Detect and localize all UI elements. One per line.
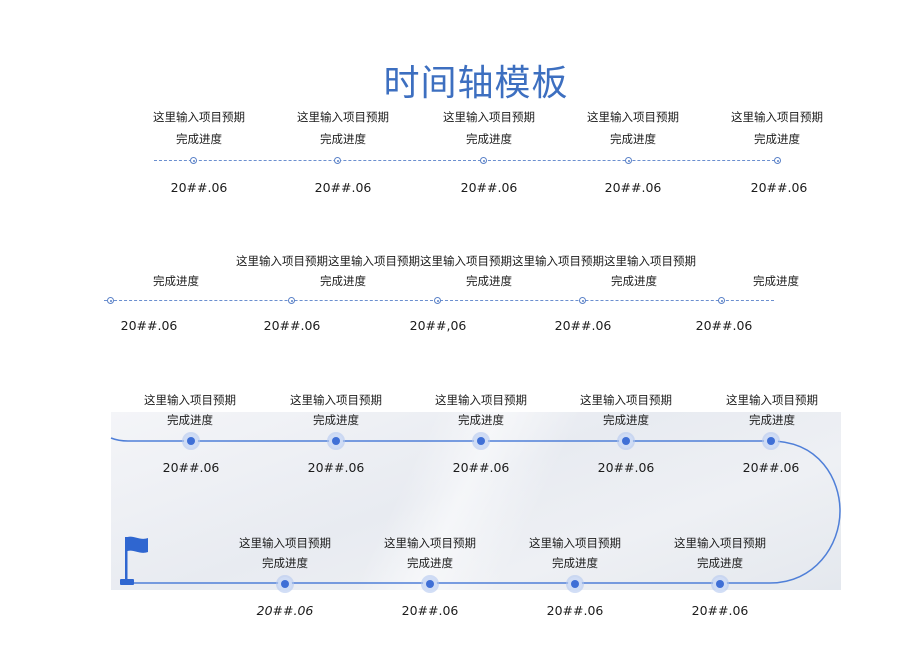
item-date: 20##.06 (401, 603, 459, 618)
timeline-node (184, 434, 198, 448)
item-title: 这里输入项目预期 (435, 393, 527, 407)
item-title: 这里输入项目预期 (726, 393, 818, 407)
item-title: 这里输入项目预期 (731, 110, 823, 124)
item-date: 20##.06 (604, 180, 662, 195)
item-date: 20##,06 (409, 318, 467, 333)
timeline-node (329, 434, 343, 448)
item-subtitle: 完成进度 (610, 132, 656, 146)
item-date: 20##.06 (597, 460, 655, 475)
item-date: 20##.06 (742, 460, 800, 475)
item-subtitle: 完成进度 (320, 132, 366, 146)
item-title: 这里输入项目预期 (587, 110, 679, 124)
timeline-node (107, 297, 114, 304)
timeline-node (334, 157, 341, 164)
timeline-line (154, 160, 780, 161)
timeline-node (278, 577, 292, 591)
item-subtitle: 完成进度 (176, 132, 222, 146)
timeline-node (480, 157, 487, 164)
item-subtitle: 完成进度 (407, 556, 453, 570)
item-subtitle: 完成进度 (466, 274, 512, 288)
item-title: 这里输入项目预期 (580, 393, 672, 407)
item-date: 20##.06 (256, 603, 314, 618)
item-subtitle: 完成进度 (320, 274, 366, 288)
item-title: 这里输入项目预期 (443, 110, 535, 124)
item-subtitle: 完成进度 (458, 413, 504, 427)
timeline-node (713, 577, 727, 591)
timeline-node (190, 157, 197, 164)
row-title-line: 这里输入项目预期这里输入项目预期这里输入项目预期这里输入项目预期这里输入项目预期 (236, 254, 696, 268)
item-subtitle: 完成进度 (697, 556, 743, 570)
item-date: 20##.06 (460, 180, 518, 195)
timeline-node (568, 577, 582, 591)
item-date: 20##.06 (452, 460, 510, 475)
timeline-node (423, 577, 437, 591)
page-title: 时间轴模板 (383, 63, 569, 105)
item-date: 20##.06 (314, 180, 372, 195)
flag-icon (120, 536, 148, 585)
item-subtitle: 完成进度 (552, 556, 598, 570)
item-subtitle: 完成进度 (603, 413, 649, 427)
item-date: 20##.06 (170, 180, 228, 195)
item-subtitle: 完成进度 (749, 413, 795, 427)
item-title: 这里输入项目预期 (529, 536, 621, 550)
item-title: 这里输入项目预期 (297, 110, 389, 124)
item-subtitle: 完成进度 (754, 132, 800, 146)
item-date: 20##.06 (695, 318, 753, 333)
timeline-node (774, 157, 781, 164)
timeline-node (434, 297, 441, 304)
item-date: 20##.06 (263, 318, 321, 333)
timeline-node (619, 434, 633, 448)
timeline-node (718, 297, 725, 304)
item-subtitle: 完成进度 (313, 413, 359, 427)
timeline-node (625, 157, 632, 164)
item-subtitle: 完成进度 (262, 556, 308, 570)
item-date: 20##.06 (554, 318, 612, 333)
item-subtitle: 完成进度 (466, 132, 512, 146)
item-title: 这里输入项目预期 (144, 393, 236, 407)
item-date: 20##.06 (750, 180, 808, 195)
item-title: 这里输入项目预期 (290, 393, 382, 407)
timeline-node (288, 297, 295, 304)
item-date: 20##.06 (691, 603, 749, 618)
item-date: 20##.06 (546, 603, 604, 618)
timeline-node (764, 434, 778, 448)
item-subtitle: 完成进度 (753, 274, 799, 288)
item-date: 20##.06 (120, 318, 178, 333)
item-subtitle: 完成进度 (611, 274, 657, 288)
item-title: 这里输入项目预期 (153, 110, 245, 124)
item-title: 这里输入项目预期 (384, 536, 476, 550)
item-subtitle: 完成进度 (153, 274, 199, 288)
item-title: 这里输入项目预期 (239, 536, 331, 550)
item-date: 20##.06 (307, 460, 365, 475)
item-subtitle: 完成进度 (167, 413, 213, 427)
timeline-node (579, 297, 586, 304)
item-date: 20##.06 (162, 460, 220, 475)
timeline-node (474, 434, 488, 448)
item-title: 这里输入项目预期 (674, 536, 766, 550)
